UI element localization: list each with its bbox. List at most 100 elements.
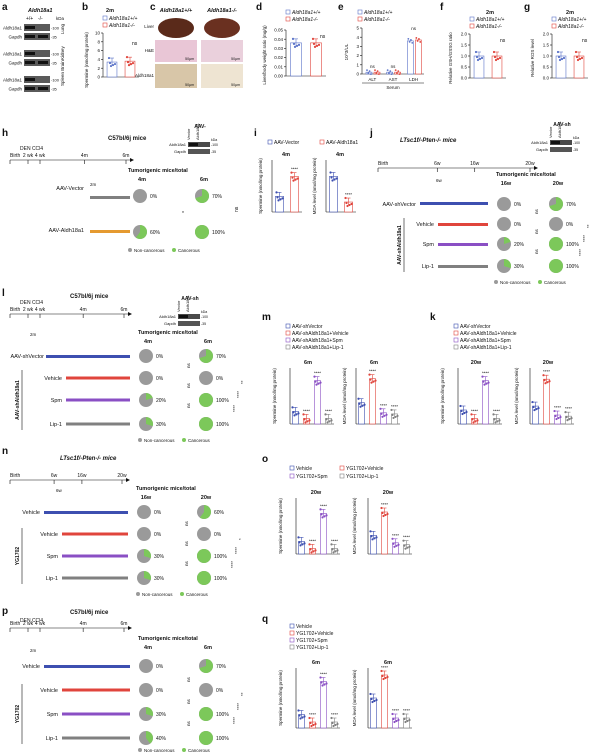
pie-chart	[139, 349, 153, 363]
significance-label: **	[240, 692, 245, 696]
pie-chart	[199, 683, 213, 697]
legend-swatch	[267, 139, 273, 145]
data-point	[461, 412, 464, 416]
data-point	[131, 62, 135, 65]
data-point	[498, 419, 501, 422]
percent-label: 70%	[216, 664, 227, 670]
time-label: 20w	[543, 360, 554, 366]
panel-letter-b: b	[82, 2, 88, 13]
legend-swatch	[182, 438, 186, 442]
data-point	[308, 543, 311, 546]
data-point	[392, 542, 395, 545]
scale-bar-label: 50μm	[185, 83, 194, 87]
data-point	[321, 516, 324, 519]
data-point	[463, 411, 466, 415]
y-axis-label: Spermine (nmol/mg protein)	[258, 158, 263, 214]
significance-label: ns	[184, 560, 189, 566]
timeline-label: 4 wk	[35, 153, 46, 159]
y-tick-label: 0.00	[274, 74, 283, 79]
timeline-label: 6w	[434, 161, 441, 167]
group-label: Vehicle	[40, 532, 58, 538]
bar-d-1	[310, 42, 322, 77]
data-point	[332, 551, 335, 554]
legend-label: Vehicle	[296, 466, 312, 472]
data-point	[299, 544, 302, 547]
timeline-label: 20w	[117, 473, 127, 479]
pie-chart	[197, 527, 211, 541]
mw-label: -35	[573, 148, 578, 152]
group-label: Vehicle	[44, 376, 62, 382]
blot-band	[24, 50, 50, 57]
data-point	[325, 682, 328, 685]
bar-i2-0	[329, 176, 338, 213]
data-point	[297, 536, 300, 539]
legend-label: Non-cancerous	[142, 592, 173, 597]
column-label: 4m	[144, 339, 152, 345]
legend-label: AAV-shVector	[460, 324, 491, 330]
pie-slice-cancerous	[197, 549, 211, 563]
legend-swatch	[180, 592, 184, 596]
legend-label: Non-cancerous	[144, 438, 175, 443]
significance-label: ****	[554, 405, 561, 410]
data-point	[374, 69, 376, 72]
data-point	[482, 380, 485, 383]
data-point	[390, 73, 393, 76]
legend-label: Aldh18a1-/-	[363, 17, 390, 23]
data-point	[295, 44, 299, 47]
y-axis-label: Spermine (nmol/mg protein)	[440, 368, 445, 424]
treatment-bar	[44, 665, 130, 668]
kda-label: kDa	[573, 136, 579, 140]
data-point	[309, 548, 312, 551]
mouse-model-label: LTsc1f/-Pten-/- mice	[60, 456, 117, 462]
treatment-label: DEN CCl4	[20, 300, 43, 306]
data-point	[386, 69, 389, 72]
data-point	[556, 50, 560, 54]
data-point	[382, 514, 385, 518]
percent-label: 100%	[216, 422, 229, 428]
data-point	[292, 42, 296, 45]
data-point	[388, 72, 390, 75]
tissue-label: Lung	[60, 23, 65, 34]
legend-swatch	[285, 323, 291, 329]
legend-swatch	[453, 337, 459, 343]
legend-swatch	[453, 330, 459, 336]
treatment-bar	[66, 422, 130, 426]
panel-letter-g: g	[524, 2, 530, 13]
scale-bar-label: 50μm	[231, 83, 240, 87]
timeline-label: 4 wk	[35, 621, 46, 627]
data-point	[380, 412, 383, 415]
timeline-label: 4m	[80, 307, 87, 313]
data-point	[373, 699, 376, 703]
percent-label: 0%	[566, 222, 574, 228]
y-axis-label: Spermine (nmol/mg protein)	[84, 32, 89, 88]
significance-label: ****	[380, 403, 387, 408]
significance-label: ****	[381, 665, 388, 670]
data-point	[313, 375, 316, 378]
timeline-label: 6w	[51, 473, 58, 479]
legend-label: Aldh18a1+/+	[363, 10, 392, 16]
data-point	[558, 58, 562, 62]
significance-label: ****	[234, 547, 239, 554]
legend-label: Cancerous	[188, 748, 211, 753]
blot-band-dark	[25, 61, 35, 64]
data-point	[407, 37, 410, 40]
pie-slice-cancerous	[195, 225, 209, 239]
time-label: 6m	[312, 660, 320, 666]
data-point	[366, 69, 368, 72]
row-label: H&E	[145, 48, 154, 53]
time-label: 4m	[336, 152, 344, 158]
treatment-bar	[420, 202, 488, 205]
data-point	[297, 43, 301, 46]
pie-slice-cancerous	[146, 417, 153, 427]
percent-label: 20%	[156, 398, 167, 404]
time-label: 2m	[486, 10, 494, 16]
legend-label: Aldh18a1-/-	[557, 24, 584, 30]
time-label: 6m	[384, 660, 392, 666]
timeline-label: 4m	[80, 621, 87, 627]
y-axis-label: Relative ROS level	[530, 39, 535, 77]
y-tick-label: 0.01	[274, 64, 283, 69]
pie-slice-cancerous	[144, 571, 152, 581]
data-point	[493, 418, 496, 421]
data-point	[370, 535, 373, 538]
data-point	[560, 57, 564, 61]
